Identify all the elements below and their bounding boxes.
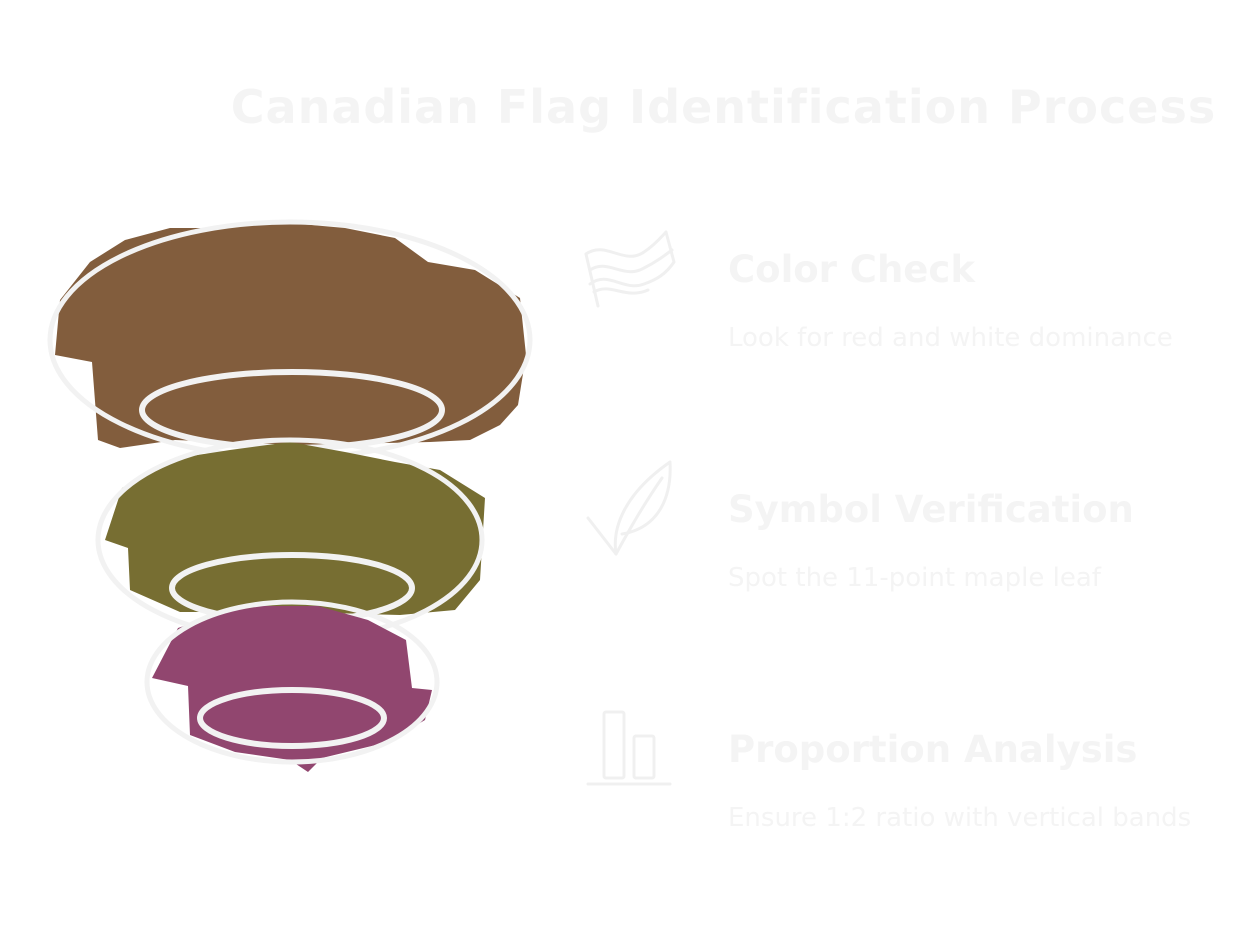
tier-bottom-inner-ring [197, 687, 387, 749]
step-1-title: Color Check [728, 248, 975, 291]
tier-top-fill [55, 224, 526, 448]
step-1-description: Look for red and white dominance [728, 323, 1173, 353]
tier-bottom-outline [144, 599, 440, 765]
step-2-description: Spot the 11-point maple leaf [728, 563, 1101, 593]
funnel-tier-bottom [144, 599, 440, 772]
funnel-tier-top [47, 219, 533, 461]
step-2-title: Symbol Verification [728, 488, 1134, 531]
step-3-title: Proportion Analysis [728, 728, 1138, 771]
leaf-icon [586, 460, 672, 556]
flag-wave-icon [584, 230, 676, 308]
diagram-title: Canadian Flag Identification Process [230, 80, 1217, 134]
step-3-description: Ensure 1:2 ratio with vertical bands [728, 803, 1192, 833]
bar-ratio-icon [586, 710, 672, 786]
funnel-graphic [47, 219, 533, 772]
